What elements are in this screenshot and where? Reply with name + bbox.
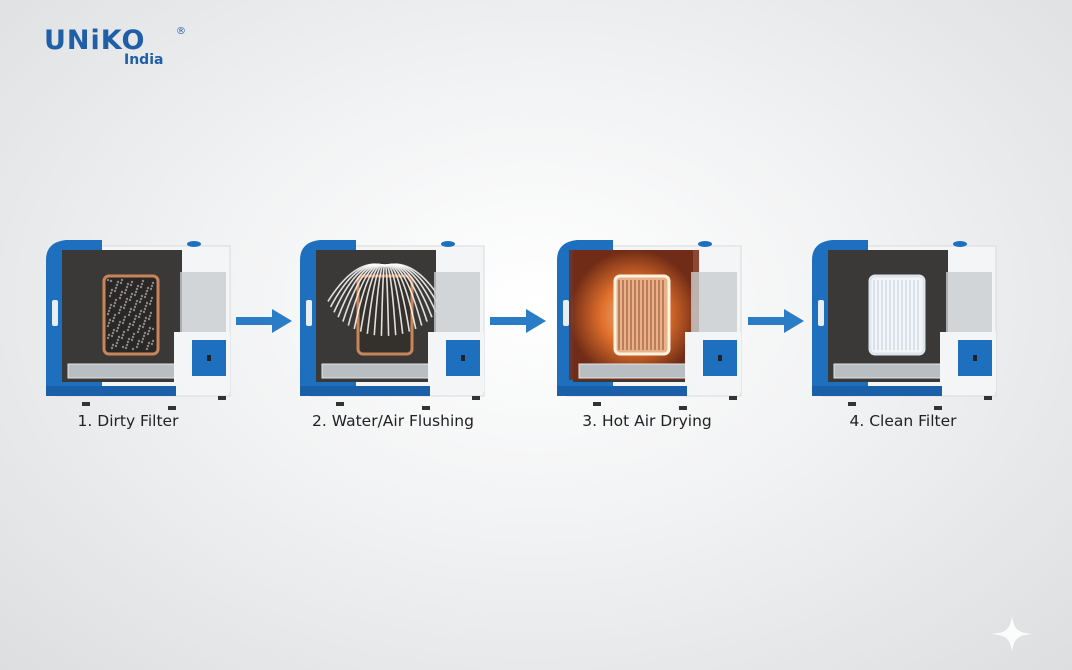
machine-step-1	[42, 236, 234, 412]
machine-step-3	[553, 236, 745, 412]
machine-step-4	[808, 236, 1000, 412]
logo-sub: India	[124, 52, 164, 68]
arrow-right-icon	[490, 309, 546, 333]
logo-brand: UNiKO	[44, 25, 146, 56]
logo-registered: ®	[176, 26, 186, 37]
step-label-4: 4. Clean Filter	[849, 412, 957, 430]
uniko-logo: UNiKO ® India	[44, 26, 194, 70]
sparkle-icon	[990, 616, 1034, 652]
arrow-right-icon	[236, 309, 292, 333]
arrow-right-icon	[748, 309, 804, 333]
step-label-1: 1. Dirty Filter	[77, 412, 179, 430]
machine-step-2	[296, 236, 488, 412]
step-label-2: 2. Water/Air Flushing	[312, 412, 474, 430]
step-label-3: 3. Hot Air Drying	[582, 412, 712, 430]
